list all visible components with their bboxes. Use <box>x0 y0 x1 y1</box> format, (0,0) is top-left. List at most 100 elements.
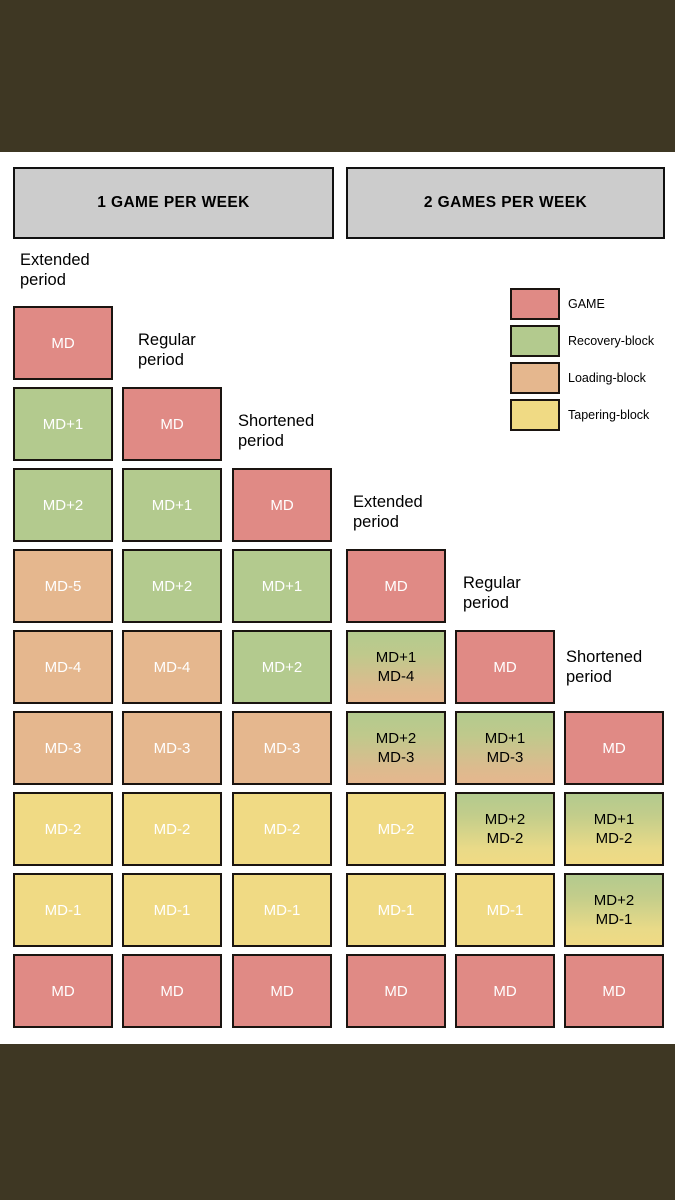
cell-label: MD <box>602 982 626 1000</box>
cell-extended-1-game-row-3: MD-5 <box>13 549 113 623</box>
cell-shortened-1-game-row-8: MD <box>232 954 332 1028</box>
cell-regular-1-game-row-4: MD-4 <box>122 630 222 704</box>
cell-label: MD+2 <box>151 577 193 595</box>
cell-label: MD-3 <box>153 739 191 757</box>
legend-item-tapering: Tapering-block <box>510 399 670 431</box>
cell-label: MD <box>51 982 75 1000</box>
bottom-letterbox-band <box>0 1044 675 1200</box>
cell-regular-1-game-row-5: MD-3 <box>122 711 222 785</box>
legend-item-loading: Loading-block <box>510 362 670 394</box>
cell-shortened-1-game-row-4: MD+2 <box>232 630 332 704</box>
header-bar-label: 2 GAMES PER WEEK <box>423 194 588 211</box>
cell-label: MD-3 <box>44 739 82 757</box>
cell-regular-2-games-row-7: MD-1 <box>455 873 555 947</box>
cell-label: MD+2 <box>42 496 84 514</box>
legend-swatch-tapering <box>510 399 560 431</box>
cell-label: MD <box>384 577 408 595</box>
period-label-extended-2: Extended period <box>353 493 423 531</box>
header-bar-one-game-per-week: 1 GAME PER WEEK <box>13 167 334 239</box>
period-label-shortened-2: Shortened period <box>566 648 643 686</box>
cell-label: MD-4 <box>153 658 191 676</box>
cell-label: MD <box>384 982 408 1000</box>
cell-extended-1-game-row-2: MD+2 <box>13 468 113 542</box>
cell-shortened-1-game-row-7: MD-1 <box>232 873 332 947</box>
cell-regular-1-game-row-6: MD-2 <box>122 792 222 866</box>
legend-swatch-recovery <box>510 325 560 357</box>
top-letterbox-band <box>0 0 675 152</box>
cell-regular-1-game-row-3: MD+2 <box>122 549 222 623</box>
cell-label: MD <box>160 415 184 433</box>
cell-label: MD <box>270 982 294 1000</box>
cell-label: MD+1 <box>484 730 526 747</box>
cell-label: MD+2 <box>375 730 417 747</box>
cell-label: MD-4 <box>377 668 415 685</box>
legend-item-game: GAME <box>510 288 670 320</box>
cell-label: MD+2 <box>484 811 526 828</box>
cell-label: MD <box>160 982 184 1000</box>
period-label-regular-2: Regular period <box>463 574 521 612</box>
cell-label: MD-4 <box>44 658 82 676</box>
cell-shortened-1-game-row-6: MD-2 <box>232 792 332 866</box>
cell-extended-2-games-row-8: MD <box>346 954 446 1028</box>
cell-label: MD-2 <box>263 820 301 838</box>
cell-extended-1-game-row-8: MD <box>13 954 113 1028</box>
period-label-regular-1: Regular period <box>138 331 196 369</box>
cell-label: MD-2 <box>595 830 633 847</box>
legend-label: GAME <box>568 297 605 311</box>
cell-extended-1-game-row-1: MD+1 <box>13 387 113 461</box>
cell-label: MD-3 <box>377 749 415 766</box>
legend-label: Loading-block <box>568 371 646 385</box>
cell-extended-1-game-row-6: MD-2 <box>13 792 113 866</box>
cell-label: MD+1 <box>375 649 417 666</box>
cell-label: MD <box>602 739 626 757</box>
cell-label: MD-1 <box>377 901 415 919</box>
cell-extended-2-games-row-3: MD <box>346 549 446 623</box>
period-label-shortened-1: Shortened period <box>238 412 315 450</box>
cell-extended-1-game-row-7: MD-1 <box>13 873 113 947</box>
cell-shortened-1-game-row-5: MD-3 <box>232 711 332 785</box>
cell-regular-2-games-row-4: MD <box>455 630 555 704</box>
cell-label: MD-1 <box>595 911 633 928</box>
cell-label: MD <box>270 496 294 514</box>
cell-label: MD <box>51 334 75 352</box>
cell-extended-2-games-row-6: MD-2 <box>346 792 446 866</box>
header-bar-label: 1 GAME PER WEEK <box>97 194 250 211</box>
cell-label: MD-1 <box>263 901 301 919</box>
legend-label: Tapering-block <box>568 408 650 422</box>
legend-swatch-game <box>510 288 560 320</box>
legend-swatch-loading <box>510 362 560 394</box>
cell-extended-1-game-row-0: MD <box>13 306 113 380</box>
cell-regular-1-game-row-8: MD <box>122 954 222 1028</box>
cell-label: MD <box>493 982 517 1000</box>
header-bar-two-games-per-week: 2 GAMES PER WEEK <box>346 167 665 239</box>
cell-label: MD-1 <box>486 901 524 919</box>
legend-label: Recovery-block <box>568 334 655 348</box>
cell-extended-2-games-row-7: MD-1 <box>346 873 446 947</box>
cell-extended-1-game-row-5: MD-3 <box>13 711 113 785</box>
cell-label: MD+1 <box>261 577 303 595</box>
cell-regular-1-game-row-7: MD-1 <box>122 873 222 947</box>
cell-extended-1-game-row-4: MD-4 <box>13 630 113 704</box>
cell-label: MD+2 <box>593 892 635 909</box>
cell-label: MD-2 <box>153 820 191 838</box>
cell-shortened-2-games-row-8: MD <box>564 954 664 1028</box>
cell-shortened-1-game-row-2: MD <box>232 468 332 542</box>
cell-label: MD-1 <box>44 901 82 919</box>
cell-regular-1-game-row-2: MD+1 <box>122 468 222 542</box>
cell-label: MD+1 <box>42 415 84 433</box>
cell-label: MD <box>493 658 517 676</box>
legend-item-recovery: Recovery-block <box>510 325 670 357</box>
cell-shortened-2-games-row-5: MD <box>564 711 664 785</box>
cell-label: MD-1 <box>153 901 191 919</box>
cell-label: MD-5 <box>44 577 82 595</box>
cell-label: MD+2 <box>261 658 303 676</box>
cell-label: MD+1 <box>151 496 193 514</box>
cell-regular-1-game-row-1: MD <box>122 387 222 461</box>
